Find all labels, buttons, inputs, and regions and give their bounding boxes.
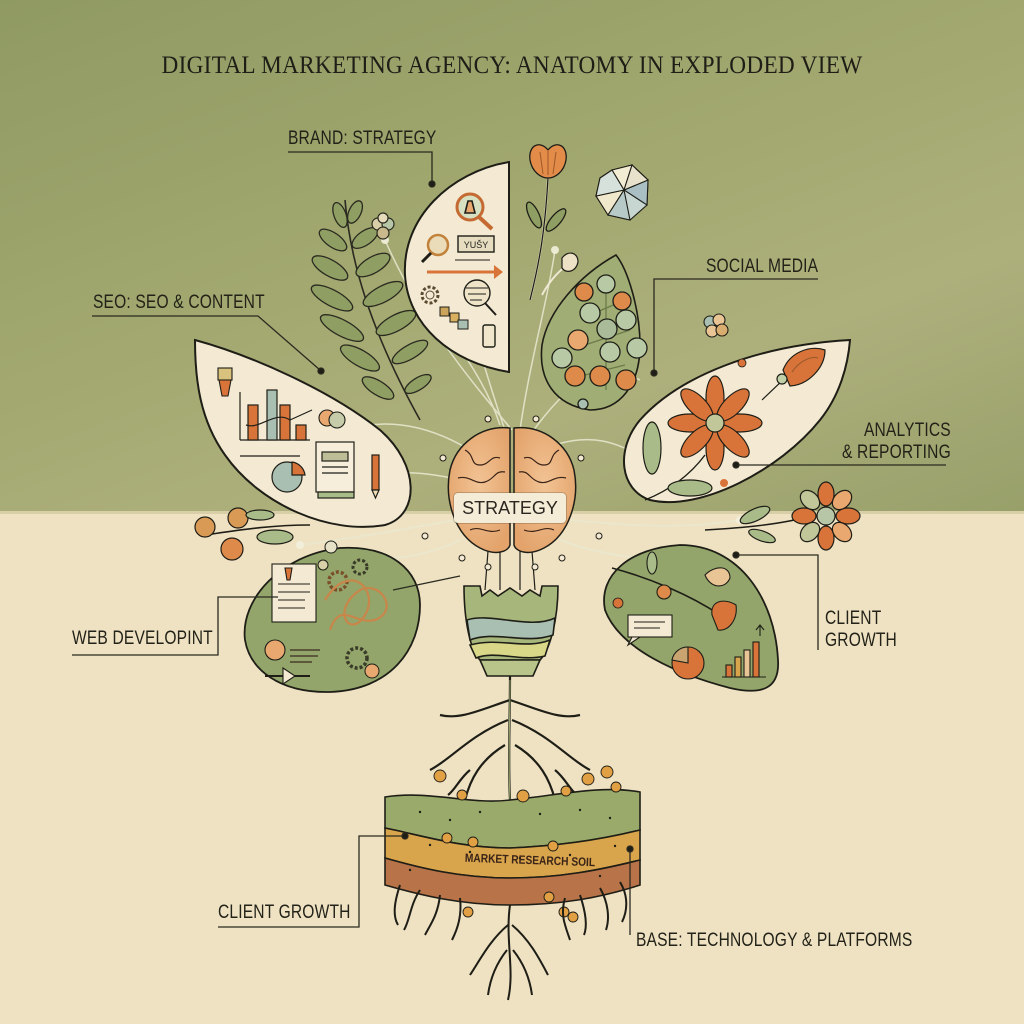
chat-cluster-icon xyxy=(318,409,346,429)
soil-layers xyxy=(384,788,641,906)
bud-icon xyxy=(761,347,826,401)
berry-sprig-icon xyxy=(194,507,311,561)
label-client-growth-bottom: CLIENT GROWTH xyxy=(218,902,351,923)
leader-lines xyxy=(72,151,946,935)
background-top xyxy=(0,0,1024,513)
label-seo-content: SEO: SEO & CONTENT xyxy=(93,292,265,313)
gear-icon xyxy=(345,646,369,670)
acorn-icon xyxy=(217,367,233,397)
bar-chart-icon xyxy=(239,389,313,441)
word-badge-icon xyxy=(457,235,495,253)
analytics-segment xyxy=(623,338,852,504)
pie-chart-icon xyxy=(671,646,705,680)
document-quill-icon xyxy=(463,279,497,316)
gear-icon xyxy=(420,285,440,305)
label-social-media: SOCIAL MEDIA xyxy=(706,256,819,277)
fern-icon xyxy=(310,199,432,421)
svg-text:YUŠY: YUŠY xyxy=(464,240,489,250)
seed-pod-icon xyxy=(703,313,729,338)
berry-cluster-icon xyxy=(551,274,648,410)
media-player-icon xyxy=(264,639,310,686)
vase-stem-icon xyxy=(463,520,559,677)
social-segment xyxy=(540,253,648,411)
lightbulb-icon xyxy=(433,765,622,923)
seed-pod-icon xyxy=(371,212,395,240)
seo-segment xyxy=(193,338,412,528)
soil-dots xyxy=(408,808,617,878)
brand-segment: YUŠY xyxy=(403,160,510,374)
label-analytics-reporting: ANALYTICS & REPORTING xyxy=(842,420,951,463)
magnifier-icon xyxy=(420,233,450,264)
strategy-hub-label: STRATEGY xyxy=(454,493,566,523)
puzzle-icon xyxy=(439,306,469,330)
roots-icon xyxy=(393,881,628,1001)
chat-bubble-icon xyxy=(626,614,673,647)
label-base-technology: BASE: TECHNOLOGY & PLATFORMS xyxy=(636,930,913,951)
bud-sprig-icon xyxy=(541,252,579,296)
label-brand-strategy: BRAND: STRATEGY xyxy=(288,128,437,149)
client-growth-segment xyxy=(603,544,779,692)
crystal-icon xyxy=(595,164,649,221)
pie-chart-icon xyxy=(271,461,306,493)
label-web-development: WEB DEVELOPINT xyxy=(72,628,213,649)
magnifier-icon xyxy=(455,192,494,231)
pencil-icon xyxy=(371,454,380,500)
label-client-growth-right: CLIENT GROWTH xyxy=(825,608,897,651)
document-icon xyxy=(271,563,317,623)
daisy-flower-icon xyxy=(704,481,861,551)
phone-icon xyxy=(482,324,496,348)
scroll-document-icon xyxy=(315,441,355,499)
page-title: DIGITAL MARKETING AGENCY: ANATOMY IN EXP… xyxy=(161,52,863,79)
gear-icon xyxy=(351,558,369,576)
flower-icon xyxy=(667,375,763,471)
rose-branch-icon xyxy=(611,551,737,631)
web-segment xyxy=(243,540,421,693)
bar-chart-up-icon xyxy=(722,624,766,678)
tangled-wire-icon xyxy=(324,579,388,631)
tulip-icon xyxy=(525,144,567,301)
